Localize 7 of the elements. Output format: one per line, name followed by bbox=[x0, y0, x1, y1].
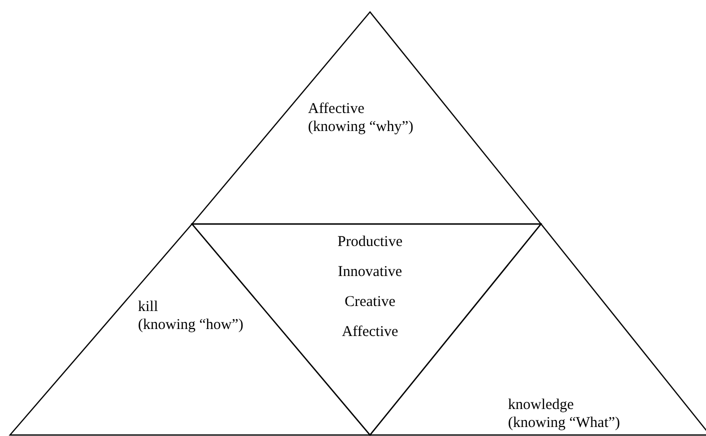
segment-label: knowledge (knowing “What”) bbox=[508, 396, 622, 432]
segment-label: kill (knowing “how”) bbox=[138, 298, 244, 334]
segment-label: Productive bbox=[336, 233, 404, 251]
segment-label: Affective (knowing “why”) bbox=[308, 100, 414, 136]
segment-label: Affective bbox=[340, 323, 400, 341]
segment-label: Creative bbox=[344, 293, 396, 311]
segment-label: Innovative bbox=[336, 263, 404, 281]
